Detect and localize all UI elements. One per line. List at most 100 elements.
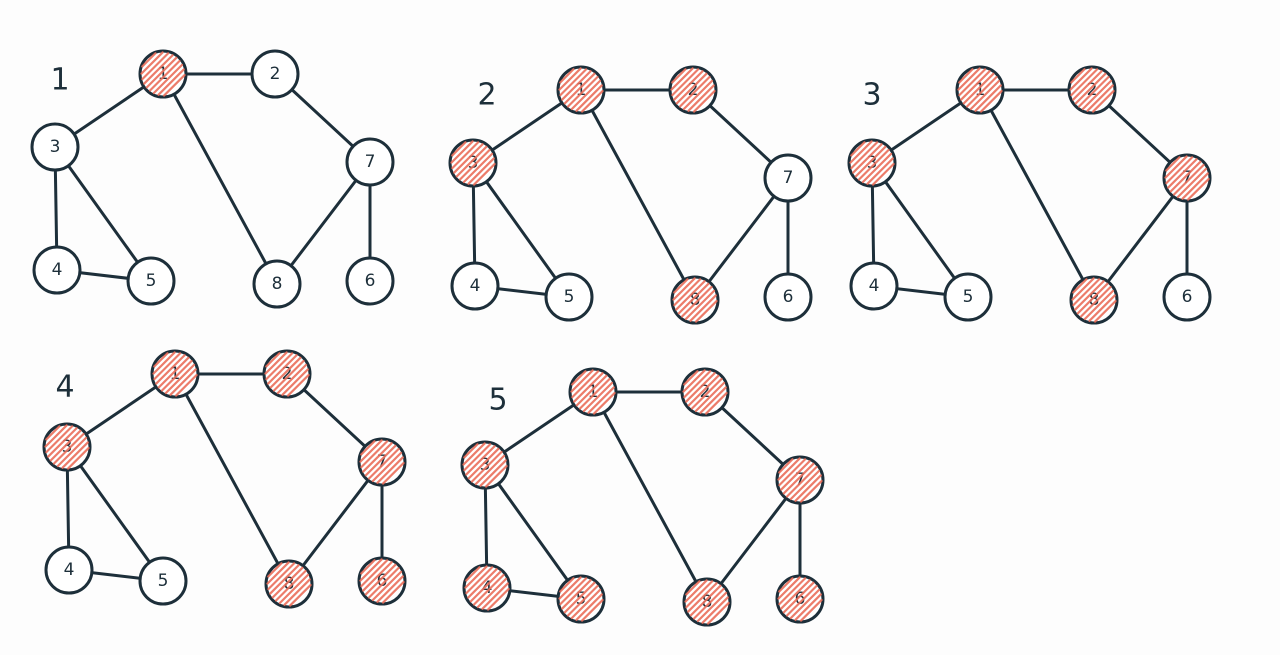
visited-hatch bbox=[1093, 299, 1117, 323]
edge-7-8 bbox=[693, 176, 790, 302]
node-label: 1 bbox=[170, 364, 181, 384]
visited-hatch bbox=[371, 570, 403, 602]
visited-hatch bbox=[141, 52, 157, 68]
node-circle bbox=[32, 245, 82, 295]
visited-hatch bbox=[789, 469, 821, 501]
visited-hatch bbox=[1072, 70, 1103, 101]
visited-hatch bbox=[143, 54, 174, 85]
visited-hatch bbox=[778, 577, 807, 606]
node-circle bbox=[1162, 272, 1212, 322]
visited-hatch bbox=[451, 141, 467, 157]
visited-hatch bbox=[1181, 172, 1209, 200]
visited-hatch bbox=[479, 459, 507, 487]
visited-hatch bbox=[969, 79, 1001, 111]
node-label: 3 bbox=[480, 455, 491, 475]
node-label: 3 bbox=[468, 153, 479, 173]
node-1: 1 bbox=[955, 65, 1005, 115]
visited-hatch bbox=[782, 581, 815, 614]
visited-hatch bbox=[685, 372, 716, 403]
visited-hatch bbox=[467, 447, 500, 480]
visited-hatch bbox=[157, 68, 185, 96]
visited-hatch bbox=[265, 352, 281, 368]
visited-hatch bbox=[571, 370, 600, 399]
visited-hatch bbox=[570, 369, 594, 393]
visited-hatch bbox=[49, 429, 82, 462]
visited-hatch bbox=[465, 566, 494, 595]
visited-hatch bbox=[381, 461, 405, 485]
visited-hatch bbox=[575, 84, 603, 112]
visited-hatch bbox=[467, 157, 495, 185]
visited-hatch bbox=[274, 569, 307, 602]
node-label: 8 bbox=[272, 274, 283, 294]
visited-hatch bbox=[169, 368, 197, 396]
visited-hatch bbox=[286, 373, 310, 397]
visited-hatch bbox=[979, 89, 1003, 113]
node-label: 6 bbox=[795, 589, 806, 609]
visited-hatch bbox=[267, 562, 283, 578]
visited-hatch bbox=[288, 583, 312, 607]
visited-hatch bbox=[960, 70, 991, 101]
visited-hatch bbox=[469, 570, 502, 603]
visited-hatch bbox=[45, 425, 74, 454]
visited-hatch bbox=[671, 68, 687, 84]
visited-hatch bbox=[463, 443, 492, 472]
node-label: 6 bbox=[377, 571, 388, 591]
visited-hatch bbox=[778, 458, 794, 474]
visited-hatch bbox=[455, 145, 488, 178]
step-number-label: 4 bbox=[55, 370, 74, 405]
node-circle bbox=[943, 272, 993, 322]
visited-hatch bbox=[684, 579, 708, 603]
visited-hatch bbox=[563, 72, 596, 105]
visited-hatch bbox=[61, 441, 89, 469]
visited-hatch bbox=[376, 456, 404, 484]
visited-hatch bbox=[706, 601, 730, 625]
visited-hatch bbox=[578, 377, 611, 410]
visited-hatch bbox=[162, 73, 186, 97]
edge-3-5 bbox=[483, 463, 583, 601]
node-label: 8 bbox=[284, 574, 295, 594]
node-circle bbox=[138, 556, 188, 606]
visited-hatch bbox=[1079, 285, 1112, 318]
node-2: 2 bbox=[262, 349, 312, 399]
node-label: 2 bbox=[282, 364, 293, 384]
node-6: 6 bbox=[775, 574, 825, 624]
visited-hatch bbox=[704, 391, 728, 415]
edge-1-8 bbox=[978, 88, 1096, 302]
node-label: 7 bbox=[365, 152, 376, 172]
visited-hatch bbox=[857, 148, 890, 181]
step-number-label: 2 bbox=[477, 78, 496, 113]
visited-hatch bbox=[573, 372, 604, 403]
node-label: 1 bbox=[576, 80, 587, 100]
node-circle bbox=[763, 153, 813, 203]
node-label: 1 bbox=[158, 64, 169, 84]
visited-hatch bbox=[271, 566, 304, 599]
node-4: 4 bbox=[450, 261, 500, 311]
node-circle bbox=[252, 259, 302, 309]
visited-hatch bbox=[777, 576, 801, 600]
node-6: 6 bbox=[357, 556, 407, 606]
visited-hatch bbox=[157, 356, 190, 389]
visited-hatch bbox=[458, 148, 491, 181]
visited-hatch bbox=[777, 457, 801, 481]
node-label: 3 bbox=[50, 137, 61, 157]
visited-hatch bbox=[559, 68, 588, 97]
visited-hatch bbox=[670, 67, 694, 91]
visited-hatch bbox=[266, 561, 290, 585]
visited-hatch bbox=[958, 68, 974, 84]
visited-hatch bbox=[685, 580, 701, 596]
visited-hatch bbox=[682, 79, 714, 111]
visited-hatch bbox=[464, 565, 488, 589]
visited-hatch bbox=[687, 582, 718, 613]
visited-hatch bbox=[561, 579, 592, 610]
visited-hatch bbox=[470, 450, 503, 483]
node-1: 1 bbox=[138, 49, 188, 99]
edge-3-5 bbox=[870, 161, 970, 299]
visited-hatch bbox=[44, 424, 68, 448]
visited-hatch bbox=[265, 352, 294, 381]
visited-hatch bbox=[269, 356, 302, 389]
visited-hatch bbox=[671, 68, 700, 97]
step-number-label: 3 bbox=[862, 78, 881, 113]
visited-hatch bbox=[558, 67, 582, 91]
